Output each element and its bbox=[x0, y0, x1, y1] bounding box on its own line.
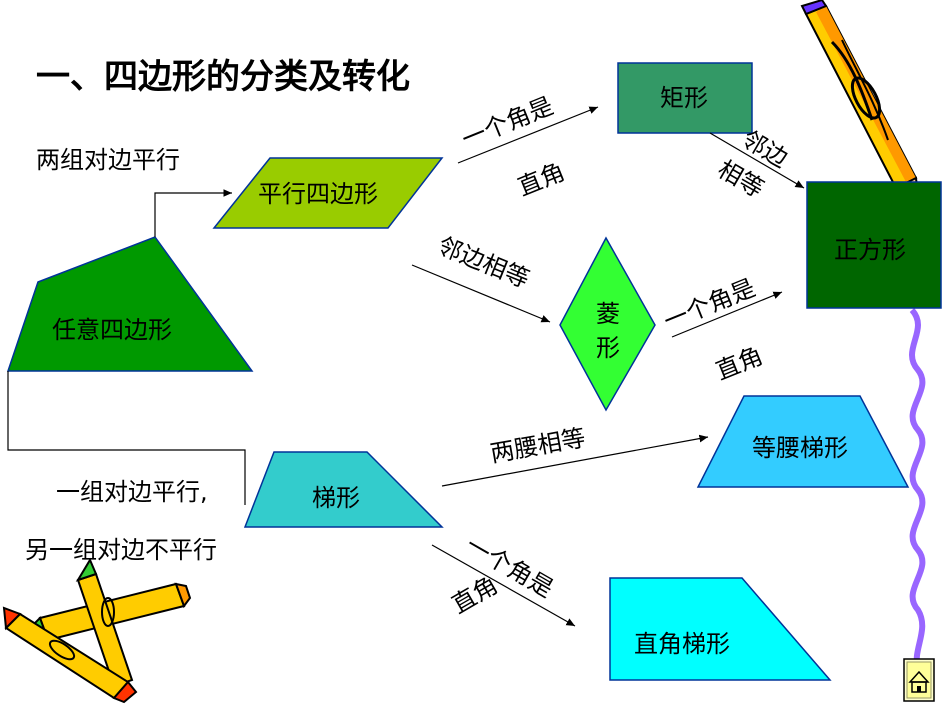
page-title: 一、四边形的分类及转化 bbox=[36, 57, 410, 97]
isosceles-trapezoid-shape bbox=[696, 395, 910, 488]
condition-two-pairs-parallel: 两组对边平行 bbox=[36, 146, 180, 174]
condition-trap-right-bottom: 直角 bbox=[447, 571, 503, 619]
isosceles-trapezoid-label: 等腰梯形 bbox=[752, 434, 848, 462]
right-trapezoid-label: 直角梯形 bbox=[634, 630, 730, 658]
condition-other-pair-not-parallel: 另一组对边不平行 bbox=[25, 536, 217, 564]
condition-pg-rhombus: 邻边相等 bbox=[434, 232, 533, 294]
arbitrary-quadrilateral-shape bbox=[6, 236, 254, 372]
arrow-pg-to-rectangle bbox=[457, 106, 599, 164]
rhombus-label-line2: 形 bbox=[596, 334, 620, 362]
decorative-squiggle bbox=[909, 307, 926, 669]
condition-rhombus-square-top: 一个角是 bbox=[660, 274, 759, 336]
arrow-pg-to-rhombus bbox=[411, 264, 551, 323]
arrow-trapezoid-to-isosceles bbox=[441, 434, 709, 487]
crayons-icon bbox=[2, 557, 192, 704]
condition-rhombus-square-bottom: 直角 bbox=[712, 342, 767, 386]
condition-one-pair-parallel: 一组对边平行, bbox=[56, 478, 208, 506]
arbitrary-quadrilateral-label: 任意四边形 bbox=[52, 316, 172, 344]
arrow-trapezoid-to-right bbox=[431, 544, 576, 627]
square-shape bbox=[806, 181, 942, 309]
home-button[interactable] bbox=[903, 658, 935, 702]
arrow-to-trapezoid bbox=[7, 371, 246, 505]
condition-pg-rect-bottom: 直角 bbox=[514, 158, 569, 202]
arrow-rhombus-to-square bbox=[671, 291, 783, 338]
condition-pg-rect-top: 一个角是 bbox=[458, 92, 557, 154]
trapezoid-label: 梯形 bbox=[312, 484, 360, 512]
trapezoid-shape bbox=[243, 451, 444, 528]
home-icon bbox=[908, 670, 930, 693]
parallelogram-label: 平行四边形 bbox=[258, 180, 378, 208]
arrow-to-parallelogram bbox=[154, 189, 232, 237]
rhombus-shape bbox=[559, 236, 656, 412]
rectangle-shape bbox=[617, 62, 753, 134]
arrow-rectangle-to-square bbox=[709, 132, 805, 189]
pencil-icon bbox=[800, 0, 920, 198]
rectangle-label: 矩形 bbox=[660, 84, 708, 112]
condition-trap-iso: 两腰相等 bbox=[488, 424, 587, 468]
parallelogram-shape bbox=[212, 157, 444, 229]
right-trapezoid-shape bbox=[609, 577, 832, 681]
square-label: 正方形 bbox=[834, 236, 906, 264]
rhombus-label-line1: 菱 bbox=[596, 300, 620, 328]
